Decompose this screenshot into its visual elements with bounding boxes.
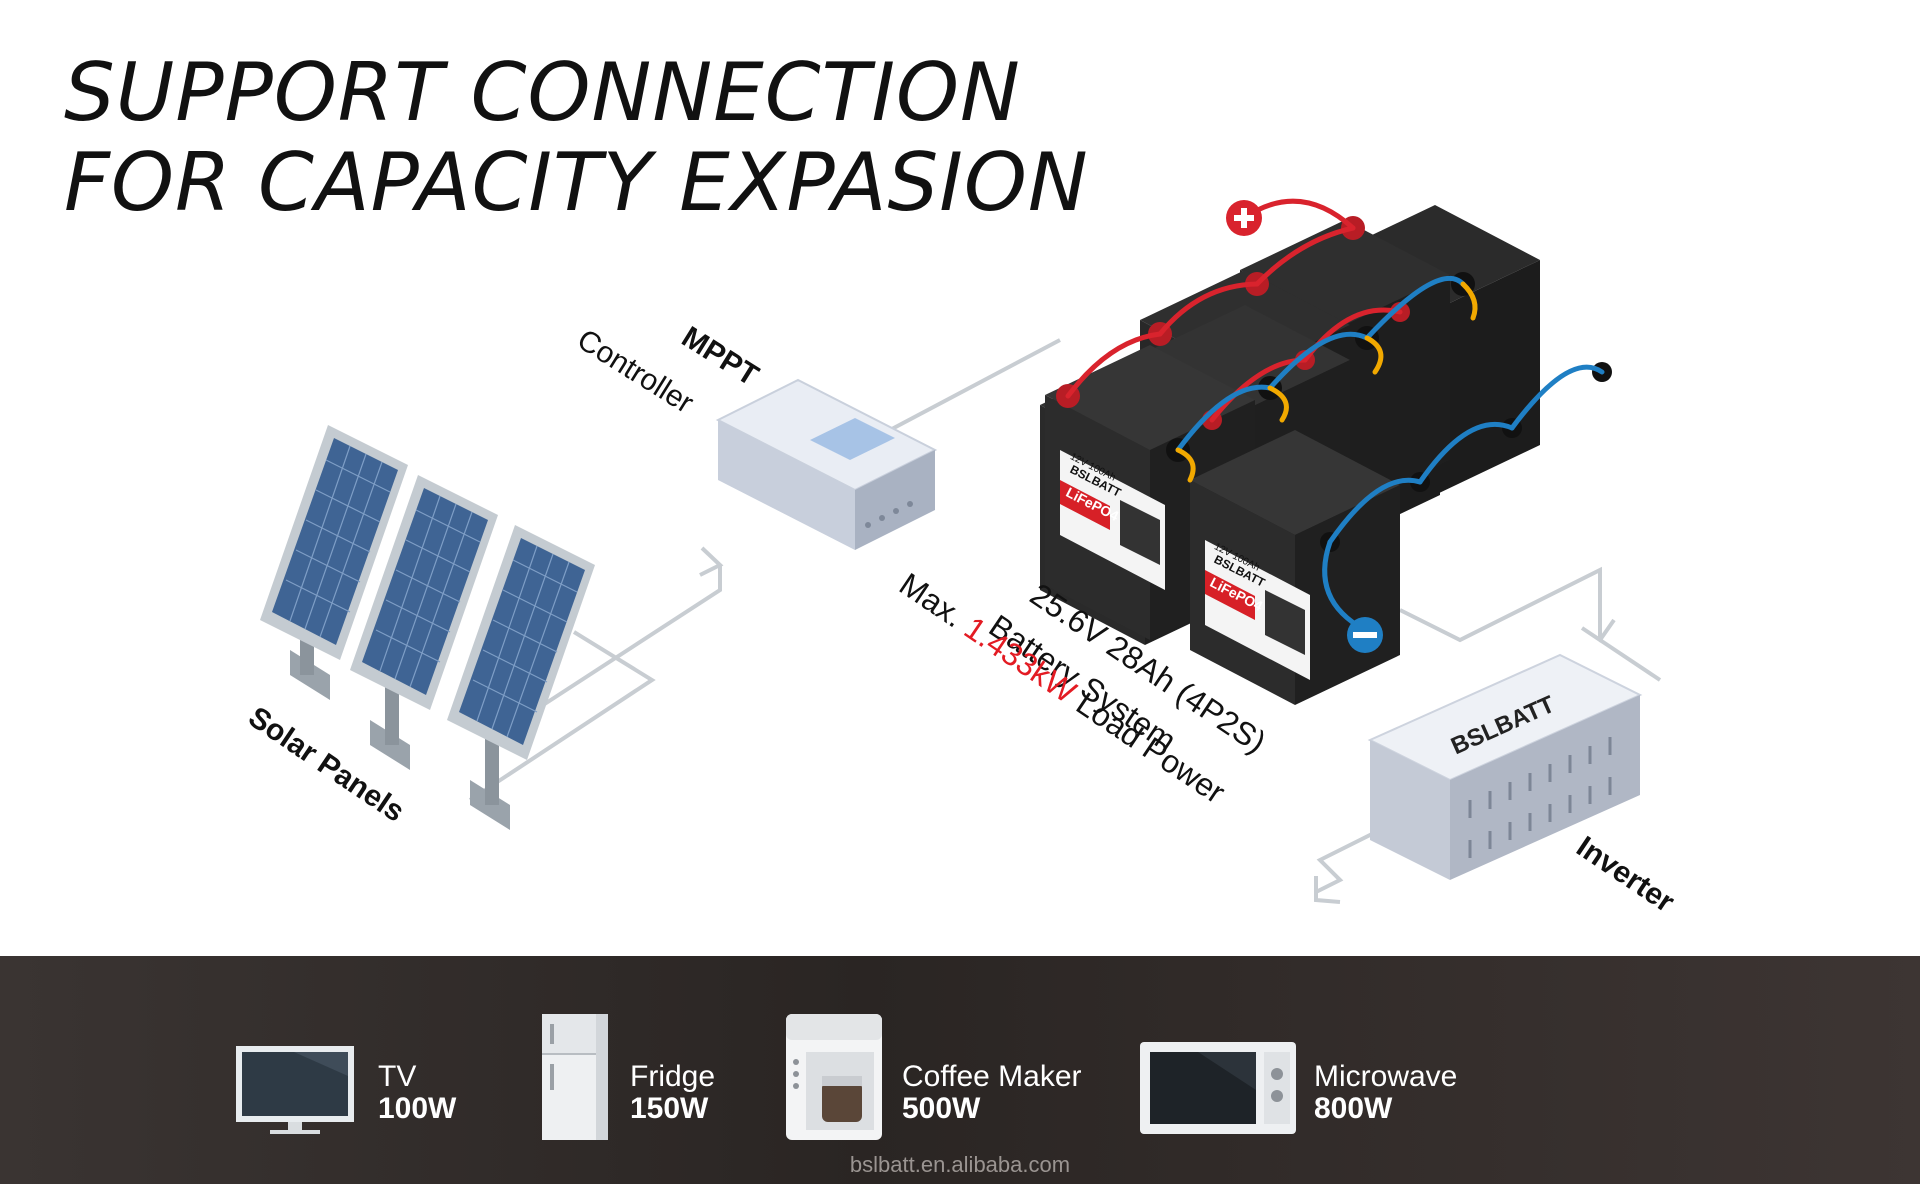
solar-panels — [260, 425, 595, 830]
appliance-coffee-maker: Coffee Maker 500W — [784, 1012, 1082, 1147]
appliance-watt: 100W — [378, 1092, 457, 1125]
tv-icon — [236, 1046, 354, 1134]
fridge-icon — [542, 1014, 608, 1140]
title-line-2: FOR CAPACITY EXPASION — [64, 136, 1089, 229]
inverter — [1367, 653, 1643, 880]
microwave-icon — [1140, 1042, 1296, 1134]
cables-bridge — [1175, 281, 1478, 483]
page-title: SUPPORT CONNECTION FOR CAPACITY EXPASION — [64, 48, 1089, 228]
minus-terminal-icon — [1347, 617, 1383, 653]
battery-bank — [1040, 198, 1612, 705]
battery-label-left — [1060, 450, 1165, 590]
appliance-watt: 800W — [1314, 1092, 1393, 1125]
appliance-name: Microwave — [1314, 1060, 1458, 1093]
appliance-microwave: Microwave 800W — [1138, 1040, 1457, 1141]
title-line-1: SUPPORT CONNECTION — [64, 46, 1021, 139]
appliance-band: TV 100W Fridge 150W — [0, 956, 1920, 1184]
appliance-name: Coffee Maker — [902, 1060, 1082, 1093]
battery-label-right — [1205, 540, 1310, 680]
appliance-watt: 150W — [630, 1092, 709, 1125]
appliance-fridge: Fridge 150W — [540, 1012, 715, 1147]
cables-negative — [1175, 275, 1605, 633]
appliance-name: Fridge — [630, 1060, 716, 1093]
coffee-maker-icon — [786, 1014, 882, 1140]
appliance-name: TV — [378, 1060, 417, 1093]
appliance-watt: 500W — [902, 1092, 981, 1125]
connection-lines — [468, 338, 1662, 894]
appliance-tv: TV 100W — [234, 1036, 456, 1141]
plus-terminal-icon — [1226, 200, 1262, 236]
mppt-controller — [715, 378, 938, 550]
arrow-heads — [699, 546, 1616, 904]
footer-url: bslbatt.en.alibaba.com — [849, 1152, 1071, 1177]
